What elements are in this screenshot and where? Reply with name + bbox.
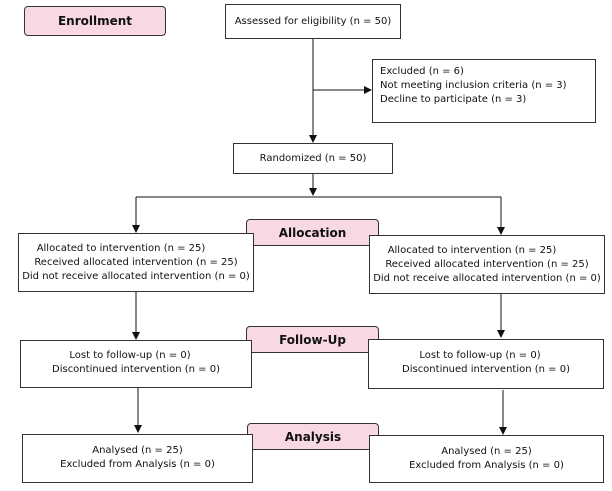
right-lost-text: Lost to follow-up (n = 0) — [419, 350, 541, 361]
excluded-title: Excluded (n = 6) — [380, 66, 464, 77]
left-analysed-text: Analysed (n = 25) — [92, 445, 183, 456]
eligibility-box: Assessed for eligibility (n = 50) — [225, 4, 401, 39]
stage-allocation: Allocation — [246, 219, 379, 246]
left-analysis-box: Analysed (n = 25) Excluded from Analysis… — [22, 434, 253, 483]
right-followup-box: Lost to follow-up (n = 0) Discontinued i… — [368, 339, 604, 389]
right-allocation-box: Allocated to intervention (n = 25) Recei… — [369, 235, 605, 294]
excluded-declined: Decline to participate (n = 3) — [380, 94, 527, 105]
stage-analysis: Analysis — [247, 423, 379, 450]
left-not-received-text: Did not receive allocated intervention (… — [22, 271, 250, 282]
stage-followup-label: Follow-Up — [279, 332, 346, 347]
right-excluded-analysis-text: Excluded from Analysis (n = 0) — [409, 460, 564, 471]
excluded-box: Excluded (n = 6) Not meeting inclusion c… — [372, 59, 596, 123]
right-analysed-text: Analysed (n = 25) — [441, 446, 532, 457]
left-received-text: Received allocated intervention (n = 25) — [34, 257, 238, 268]
right-allocated-text: Allocated to intervention (n = 25) — [387, 245, 557, 256]
left-excluded-analysis-text: Excluded from Analysis (n = 0) — [60, 459, 215, 470]
randomized-text: Randomized (n = 50) — [259, 152, 367, 164]
stage-followup: Follow-Up — [246, 326, 379, 353]
left-discontinued-text: Discontinued intervention (n = 0) — [52, 364, 220, 375]
left-lost-text: Lost to follow-up (n = 0) — [69, 350, 191, 361]
stage-allocation-label: Allocation — [278, 225, 347, 240]
eligibility-text: Assessed for eligibility (n = 50) — [234, 15, 392, 27]
right-not-received-text: Did not receive allocated intervention (… — [373, 273, 601, 284]
right-analysis-box: Analysed (n = 25) Excluded from Analysis… — [369, 435, 604, 483]
right-discontinued-text: Discontinued intervention (n = 0) — [402, 364, 570, 375]
stage-enrollment: Enrollment — [24, 6, 166, 36]
stage-analysis-label: Analysis — [284, 429, 342, 444]
stage-enrollment-label: Enrollment — [57, 14, 133, 28]
left-allocated-text: Allocated to intervention (n = 25) — [36, 243, 206, 254]
right-received-text: Received allocated intervention (n = 25) — [385, 259, 589, 270]
left-followup-box: Lost to follow-up (n = 0) Discontinued i… — [20, 340, 252, 388]
excluded-criteria: Not meeting inclusion criteria (n = 3) — [380, 80, 567, 91]
left-allocation-box: Allocated to intervention (n = 25) Recei… — [18, 233, 254, 292]
randomized-box: Randomized (n = 50) — [233, 143, 393, 174]
